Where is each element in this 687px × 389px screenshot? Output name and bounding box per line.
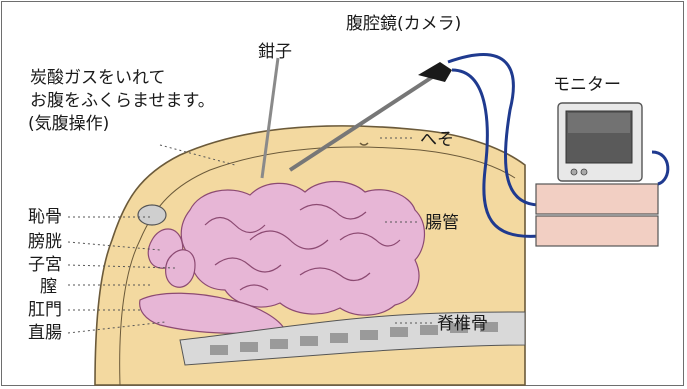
label-rectum: 直腸: [28, 321, 62, 345]
laparoscope-head: [418, 62, 452, 82]
caption-line-2: お腹をふくらませます。: [30, 89, 215, 113]
label-uterus: 子宮: [28, 253, 62, 277]
monitor-unit: [536, 103, 668, 246]
label-laparoscope: 腹腔鏡(カメラ): [346, 12, 461, 36]
label-anus: 肛門: [28, 298, 62, 322]
label-bladder: 膀胱: [28, 230, 62, 254]
caption-line-3: (気腹操作): [28, 112, 109, 136]
camera-controller-box: [536, 184, 658, 214]
label-spine: 脊椎骨: [437, 312, 488, 336]
pubic-bone-shape: [138, 205, 166, 225]
label-forceps: 鉗子: [258, 40, 292, 64]
label-pubic-bone: 恥骨: [28, 205, 62, 229]
label-vagina: 膣: [40, 275, 57, 299]
label-navel: へそ: [420, 128, 454, 152]
caption-line-1: 炭酸ガスをいれて: [30, 66, 166, 90]
light-source-box: [536, 216, 658, 246]
label-monitor: モニター: [553, 73, 621, 97]
label-intestine: 腸管: [425, 211, 459, 235]
